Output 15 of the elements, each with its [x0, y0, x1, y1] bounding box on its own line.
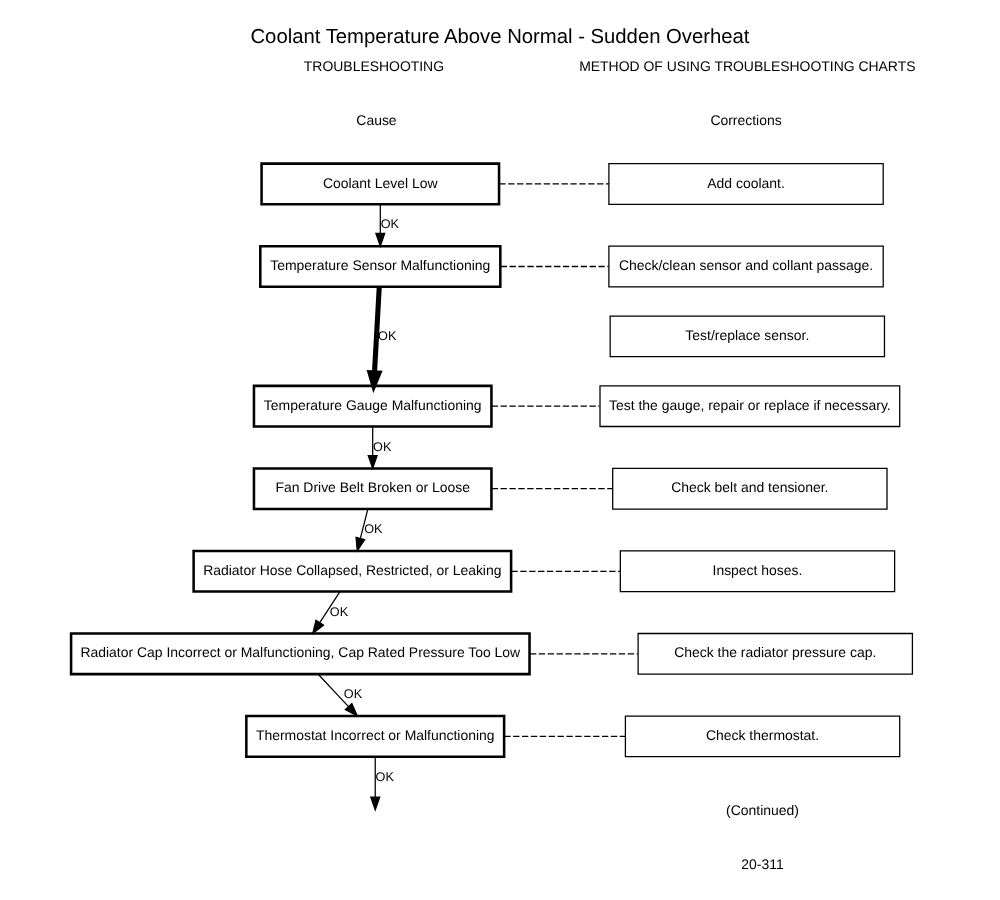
arrow — [355, 508, 369, 553]
arrow — [366, 286, 383, 394]
connector — [500, 265, 610, 268]
arrow — [317, 673, 359, 718]
arrow — [367, 426, 379, 471]
connector — [491, 405, 601, 407]
diagram-title: Coolant Temperature Above Normal - Sudden Overheat — [250, 26, 750, 49]
connector — [491, 488, 614, 490]
connector — [510, 570, 621, 572]
connector — [498, 183, 610, 185]
connector — [503, 735, 626, 737]
arrow — [369, 756, 381, 812]
connector — [529, 653, 639, 655]
arrow — [374, 203, 386, 248]
arrow — [311, 591, 341, 635]
